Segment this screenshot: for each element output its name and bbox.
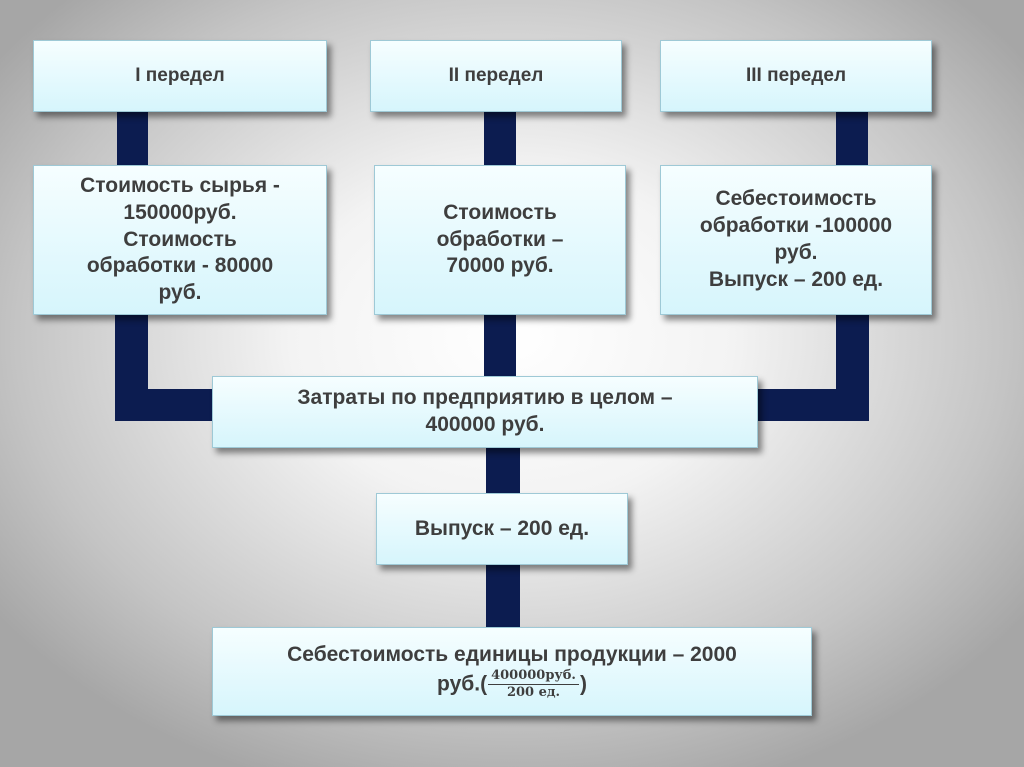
detail-line: Стоимость [123, 227, 237, 251]
connector-stage3-detail3 [836, 112, 868, 166]
output-box: Выпуск – 200 ед. [376, 493, 628, 565]
detail-line: обработки – [436, 227, 564, 251]
detail-line: обработки -100000 [699, 214, 893, 238]
detail-line: обработки - 80000 [86, 254, 274, 278]
detail-line: 150000руб. [123, 200, 237, 224]
fraction: 400000руб.200 ед. [488, 668, 579, 701]
unit-cost-line1: Себестоимость единицы продукции – 2000 [287, 643, 737, 667]
stage-title: I передел [135, 64, 225, 86]
detail-box-3: Себестоимость обработки -100000 руб. Вып… [660, 165, 932, 315]
connector-total-output [486, 448, 520, 494]
stage-title: II передел [448, 64, 544, 86]
fraction-denominator: 200 ед. [506, 685, 561, 701]
unit-cost-suffix: ) [579, 672, 587, 696]
stage-title: III передел [745, 64, 847, 86]
output-text: Выпуск – 200 ед. [414, 516, 590, 540]
stage-box-2: II передел [370, 40, 622, 112]
connector-stage2-detail2 [484, 112, 516, 166]
unit-cost-prefix: руб.( [437, 672, 488, 696]
total-costs-box: Затраты по предприятию в целом – 400000 … [212, 376, 758, 448]
stage-box-3: III передел [660, 40, 932, 112]
detail-line: руб. [774, 241, 818, 264]
connector-output-unitcost [486, 565, 520, 628]
detail-box-1: Стоимость сырья - 150000руб. Стоимость о… [33, 165, 327, 315]
unit-cost-line2: руб.(400000руб.200 ед.) [287, 668, 737, 701]
fraction-numerator: 400000руб. [488, 668, 579, 686]
unit-cost-box: Себестоимость единицы продукции – 2000 р… [212, 627, 812, 716]
total-line: 400000 руб. [425, 413, 545, 436]
connector-detail3-left [757, 389, 869, 421]
detail-line: Себестоимость [715, 187, 877, 211]
connector-detail1-right [115, 389, 215, 421]
detail-line: Стоимость сырья - [80, 173, 280, 197]
connector-detail2-total [484, 315, 516, 377]
stage-box-1: I передел [33, 40, 327, 112]
detail-line: 70000 руб. [446, 254, 554, 278]
detail-box-2: Стоимость обработки – 70000 руб. [374, 165, 626, 315]
detail-line: руб. [158, 281, 202, 305]
total-line: Затраты по предприятию в целом – [297, 386, 673, 410]
connector-stage1-detail1 [117, 112, 148, 166]
detail-line: Стоимость [443, 200, 557, 224]
detail-line: Выпуск – 200 ед. [708, 267, 884, 291]
